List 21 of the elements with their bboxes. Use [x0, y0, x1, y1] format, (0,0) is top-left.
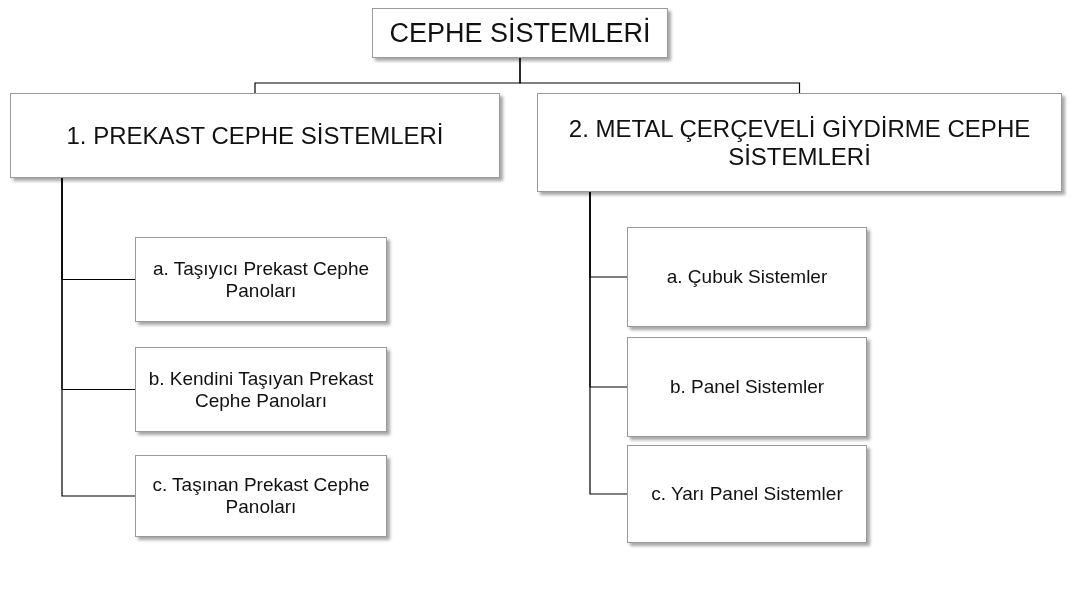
category-box	[627, 227, 867, 327]
box-label: CEPHE SİSTEMLERİ	[388, 17, 652, 49]
box-label: b. Panel Sistemler	[668, 376, 826, 398]
connector-line	[61, 177, 136, 497]
connector-line	[589, 191, 628, 495]
category-box	[10, 93, 500, 178]
category-box	[135, 455, 387, 537]
box-label: b. Kendini Taşıyan Prekast Cephe Panoları	[147, 367, 375, 412]
box-label: 2. METAL ÇERÇEVELİ GİYDİRME CEPHE SİSTEMLERİ	[567, 114, 1032, 171]
category-box	[627, 337, 867, 437]
category-box	[627, 445, 867, 543]
box-label: c. Yarı Panel Sistemler	[650, 483, 844, 505]
box-label: a. Taşıyıcı Prekast Cephe Panoları	[151, 257, 371, 302]
category-box	[135, 237, 387, 322]
box-label: 1. PREKAST CEPHE SİSTEMLERİ	[65, 121, 445, 150]
category-box	[537, 93, 1062, 192]
root-box	[372, 8, 668, 58]
category-box	[135, 347, 387, 432]
box-label: c. Taşınan Prekast Cephe Panoları	[151, 474, 371, 518]
connector-line	[519, 57, 801, 94]
box-label: a. Çubuk Sistemler	[665, 266, 829, 288]
